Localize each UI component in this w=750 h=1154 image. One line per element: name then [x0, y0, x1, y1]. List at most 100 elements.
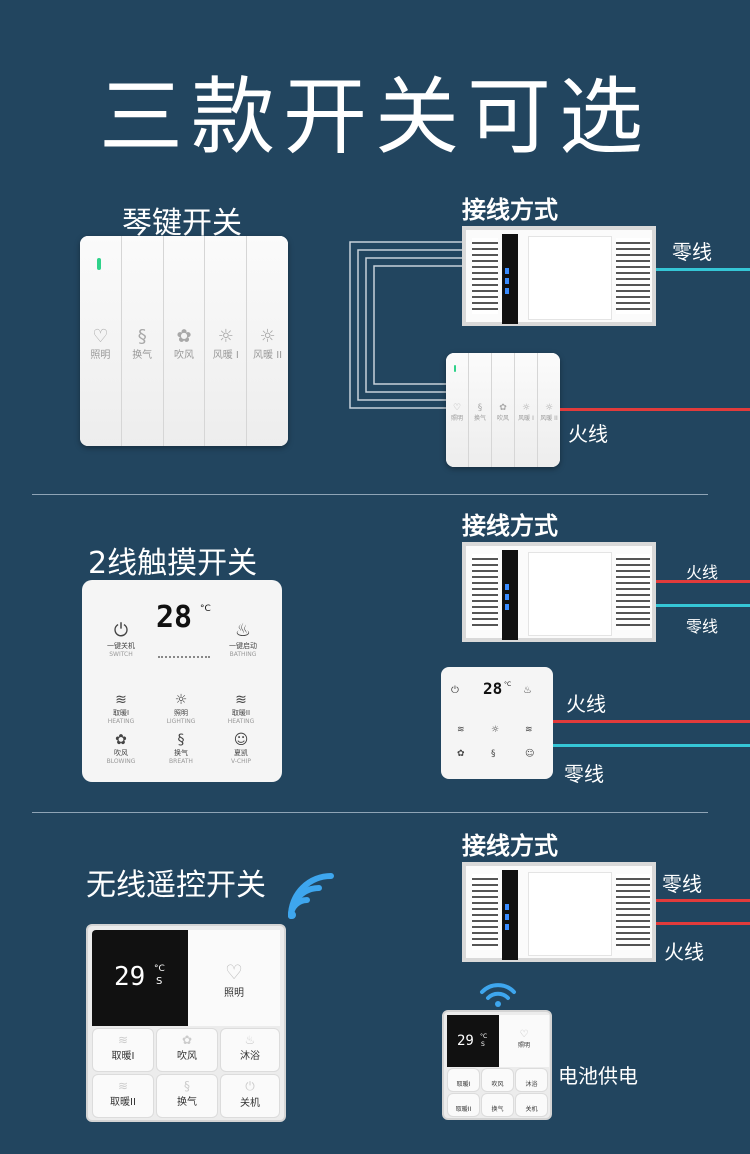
temperature-display: 28 — [156, 600, 193, 635]
control-wires — [349, 241, 462, 409]
power-icon: ⏻ — [245, 1079, 255, 1093]
heating-icon[interactable]: ≋ — [525, 725, 533, 735]
remote-heat-1-button[interactable]: 取暖I — [447, 1068, 480, 1092]
small-rocker-switch: ♡照明 §换气 ✿吹风 ☼ 风暖 I ☼风暖 II — [446, 353, 560, 467]
ventilation-icon: § — [177, 732, 185, 748]
heater-grill — [616, 874, 650, 950]
remote-heat-2-button[interactable]: 取暖II — [447, 1093, 480, 1117]
remote-power-button[interactable]: 关机 — [515, 1093, 548, 1117]
chip-icon[interactable]: ☺ — [525, 749, 535, 759]
bath-icon: ♨ — [234, 620, 252, 641]
rocker-key-ventilation[interactable]: § 换气 — [121, 236, 164, 446]
rocker-key-heat-1[interactable]: ☼ 风暖 I — [205, 236, 248, 446]
small-rocker-key[interactable]: ☼ 风暖 I — [515, 353, 538, 467]
level-bar — [158, 656, 210, 658]
bath-icon[interactable]: ♨ — [523, 685, 532, 696]
heater-grill — [472, 238, 498, 314]
live-wire-label: 火线 — [566, 692, 606, 716]
bath-heater-unit — [462, 542, 656, 642]
ventilation-icon: § — [184, 1079, 190, 1093]
live-wire-label: 火线 — [664, 940, 704, 964]
remote-blow-button[interactable]: 吹风 — [481, 1068, 514, 1092]
power-icon[interactable]: ⏻ — [451, 685, 459, 696]
remote-blow-button[interactable]: ✿吹风 — [156, 1028, 218, 1072]
heating-icon[interactable]: ≋ — [457, 725, 465, 735]
ventilation-icon: § — [137, 326, 147, 347]
remote-heat-2-button[interactable]: ≋取暖II — [92, 1074, 154, 1118]
bath-heater-unit — [462, 226, 656, 326]
heater-lamp — [528, 872, 612, 956]
rocker-key-blow[interactable]: ✿ 吹风 — [163, 236, 206, 446]
neutral-wire-label: 零线 — [672, 240, 712, 264]
heater-display-strip — [502, 870, 518, 960]
temperature-unit: °C — [154, 964, 165, 974]
timer-unit: S — [156, 976, 163, 987]
page-title: 三款开关可选 — [98, 68, 651, 166]
neutral-wire — [656, 268, 750, 271]
rocker-key-light[interactable]: ♡ 照明 — [80, 236, 122, 446]
wireless-switch-label: 无线遥控开关 — [86, 868, 266, 903]
heater-lamp — [528, 552, 612, 636]
remote-power-button[interactable]: ⏻关机 — [220, 1074, 280, 1118]
wiring-title-1: 接线方式 — [462, 196, 558, 224]
remote-heat-1-button[interactable]: ≋取暖I — [92, 1028, 154, 1072]
neutral-wire — [656, 604, 750, 607]
live-wire-label: 火线 — [686, 563, 719, 582]
rocker-key-label: 照明 — [450, 415, 463, 422]
rocker-switch-label: 琴键开关 — [122, 206, 242, 241]
indicator-led — [97, 258, 101, 270]
light-icon[interactable]: ☼ — [491, 725, 500, 735]
wifi-icon — [288, 873, 334, 919]
remote-shower-button[interactable]: 沐浴 — [515, 1068, 548, 1092]
fan-icon: ✿ — [115, 732, 127, 748]
sun-icon: ☼ — [521, 403, 531, 413]
neutral-wire — [553, 744, 750, 747]
neutral-wire-label: 零线 — [686, 617, 719, 636]
small-rocker-key[interactable]: ✿吹风 — [492, 353, 515, 467]
remote-shower-button[interactable]: ♨沐浴 — [220, 1028, 280, 1072]
remote-light-button[interactable]: ♡ 照明 — [188, 930, 280, 1026]
wiring-title-3: 接线方式 — [462, 832, 558, 860]
remote-light-button[interactable]: ♡照明 — [499, 1015, 549, 1067]
rocker-key-heat-2[interactable]: ☼ 风暖 II — [247, 236, 288, 446]
live-wire — [656, 580, 750, 583]
section-divider — [32, 494, 708, 495]
live-wire-label: 火线 — [568, 422, 608, 446]
heater-lamp — [528, 236, 612, 320]
small-rocker-key[interactable]: ☼风暖 II — [538, 353, 560, 467]
sun-icon: ☼ — [544, 403, 554, 413]
temperature-unit: °C — [200, 604, 211, 614]
small-rocker-key[interactable]: §换气 — [469, 353, 492, 467]
battery-note: 电池供电 — [558, 1064, 638, 1088]
bulb-icon: ♡ — [225, 960, 243, 984]
temperature-display: 29 — [114, 962, 146, 992]
ventilation-icon[interactable]: § — [491, 749, 496, 759]
rocker-key-label: 风暖 I — [518, 415, 534, 422]
neutral-wire-label: 零线 — [564, 762, 604, 786]
small-touch-switch: 28 °C ⏻ ♨ ≋ ☼ ≋ ✿ § ☺ — [441, 667, 553, 779]
rocker-key-label: 吹风 — [173, 350, 194, 361]
neutral-wire-label: 零线 — [662, 872, 702, 896]
wiring-title-2: 接线方式 — [462, 512, 558, 540]
small-wireless-remote: 29 °C S ♡照明 取暖I 吹风 沐浴 取暖II 换气 关机 — [442, 1010, 552, 1120]
live-wire — [553, 720, 750, 723]
fan-icon[interactable]: ✿ — [457, 749, 465, 759]
heater-grill — [472, 874, 498, 950]
remote-ventilation-button[interactable]: §换气 — [156, 1074, 218, 1118]
small-rocker-key[interactable]: ♡照明 — [446, 353, 469, 467]
heater-grill — [616, 554, 650, 630]
remote-ventilation-button[interactable]: 换气 — [481, 1093, 514, 1117]
rocker-key-label: 照明 — [90, 350, 111, 361]
bulb-icon: ♡ — [519, 1029, 529, 1040]
shower-icon: ♨ — [244, 1033, 256, 1047]
touch-switch-label: 2线触摸开关 — [88, 546, 258, 581]
